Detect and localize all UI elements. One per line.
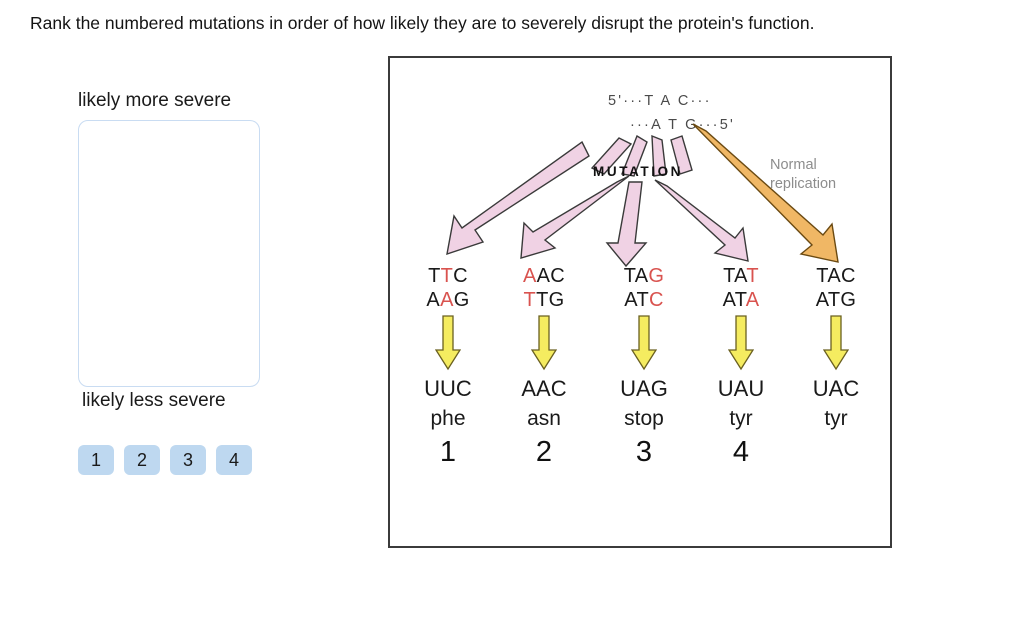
base-T: T [816,265,828,287]
dna-bottom-strand: TTG [498,288,590,312]
normal-replication-line2: replication [770,176,837,192]
answer-tile-1[interactable]: 1 [78,445,114,475]
amino-acid-label: tyr [824,407,848,430]
base-C-mutated: C [648,289,664,311]
mutation-number: 3 [635,436,653,468]
answer-tile-3[interactable]: 3 [170,445,206,475]
base-T: T [428,265,441,287]
base-A: A [426,289,441,311]
base-T: T [636,289,649,311]
down-arrow-icon [631,315,657,371]
transcription-arrow [498,312,590,374]
ranking-panel: likely more severe likely less severe 1 … [60,90,340,490]
base-A: A [536,265,551,287]
mrna-codon: UAG [620,376,668,401]
transcription-arrow [598,312,690,374]
base-A: A [815,289,828,311]
dna-top-strand: TAT [695,264,787,288]
mutation-spur-3 [651,134,667,177]
down-arrow-icon [728,315,754,371]
mrna-codon: UAU [717,376,765,401]
amino-acid-label: tyr [729,407,753,430]
base-A-mutated: A [440,289,454,311]
dna-top-strand: TTC [402,264,494,288]
answer-tile-4[interactable]: 4 [216,445,252,475]
base-C: C [840,265,856,287]
transcription-arrow [402,312,494,374]
base-A: A [722,289,735,311]
mutation-number: 4 [732,436,750,468]
base-G: G [840,289,857,311]
answer-tile-row: 1 2 3 4 [78,445,252,475]
down-arrow-icon [823,315,849,371]
page-title: Rank the numbered mutations in order of … [30,13,815,33]
base-G-mutated: G [648,265,665,287]
transcription-arrow [790,312,882,374]
dna-bottom-strand: ATA [695,288,787,312]
mutation-number: 2 [535,436,553,468]
dna-bottom-strand: ATC [598,288,690,312]
mutation-spur-1 [590,137,633,175]
dna-strand-top: 5'···T A C··· [608,93,712,109]
base-A: A [734,265,747,287]
base-T: T [623,265,635,287]
base-C: C [550,265,566,287]
base-C: C [453,265,468,287]
base-T: T [536,289,549,311]
dna-bottom-strand: ATG [790,288,882,312]
base-A-mutated: A [745,289,760,311]
mutation-arrow-3 [605,181,648,268]
base-T-mutated: T [440,265,454,287]
mrna-codon: UAC [812,376,860,401]
divergence-arrows: .pink { fill:#f0d2e4; stroke:#3a3a3a; st… [446,123,839,268]
amino-acid-label: asn [527,407,561,430]
dna-top-strand: AAC [498,264,590,288]
base-A: A [827,265,841,287]
mutation-spur-2 [621,134,648,177]
base-A: A [624,289,637,311]
dna-top-strand: TAG [598,264,690,288]
mrna-codon: UUC [424,376,472,401]
answer-tile-2[interactable]: 2 [124,445,160,475]
mutation-number: 1 [439,436,457,468]
mutation-spur-4 [670,135,693,175]
dna-bottom-strand: AAG [402,288,494,312]
base-G: G [453,289,470,311]
dna-strand-bottom: ···A T G···5' [630,117,735,133]
base-T: T [723,265,735,287]
base-A: A [634,265,649,287]
base-T-mutated: T [523,289,537,311]
base-A-mutated: A [522,265,537,287]
dna-top-strand: TAC [790,264,882,288]
amino-acid-label: stop [624,407,664,430]
normal-replication-arrow [692,123,839,263]
label-likely-more-severe: likely more severe [78,90,232,111]
base-T: T [827,289,841,311]
normal-replication-label: Normal replication [770,156,836,194]
down-arrow-icon [531,315,557,371]
base-G: G [548,289,565,311]
amino-acid-label: phe [430,407,466,430]
down-arrow-icon [435,315,461,371]
ranking-dropzone[interactable] [78,120,260,387]
mrna-codon: AAC [521,376,567,401]
base-T: T [734,289,746,311]
mutation-arrow-1 [446,140,590,256]
base-T-mutated: T [746,265,759,287]
mutation-label: MUTATION [593,164,684,179]
normal-replication-line1: Normal [770,157,817,173]
mutation-arrow-4 [654,179,749,262]
mutation-arrow-2 [520,175,630,259]
transcription-arrow [695,312,787,374]
label-likely-less-severe: likely less severe [82,390,226,411]
mutation-diagram-panel: 5'···T A C··· ···A T G···5' .pink { fill… [388,56,892,548]
